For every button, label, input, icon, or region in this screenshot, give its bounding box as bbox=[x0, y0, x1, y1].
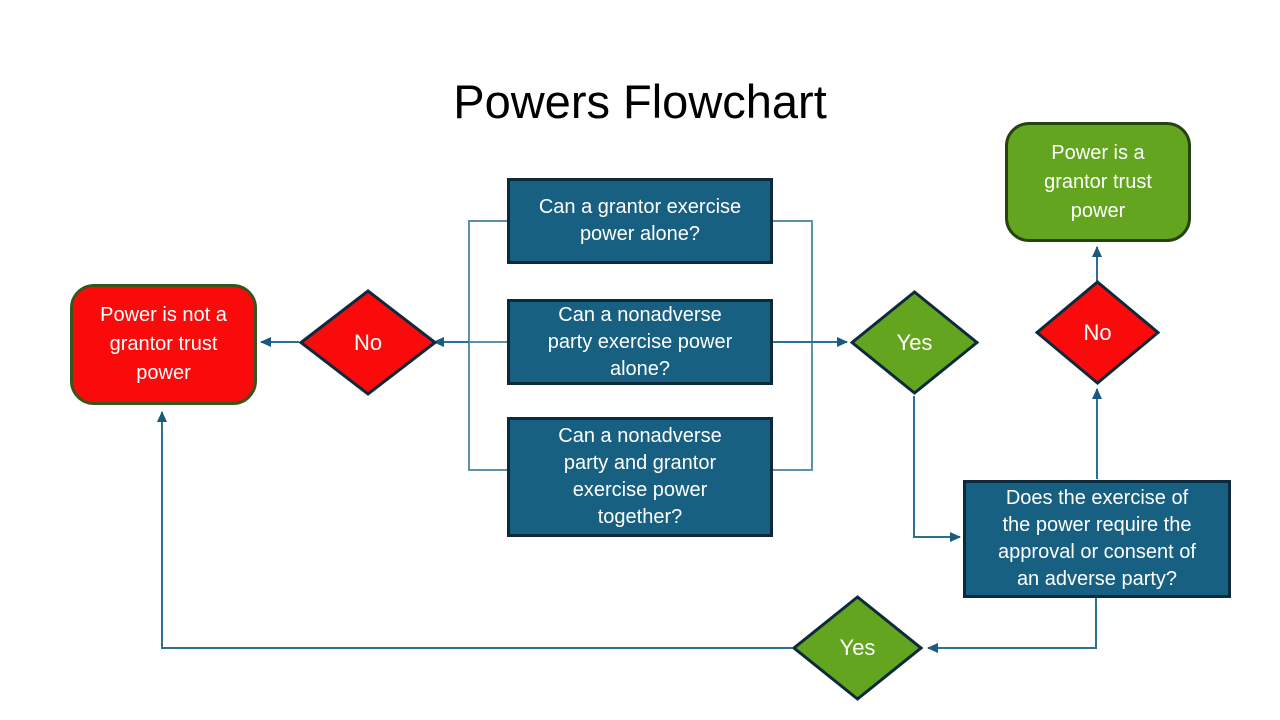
connector-yes-bottom-to-not-grantor bbox=[157, 411, 792, 649]
node-can-exercise-together: Can a nonadverse party and grantor exerc… bbox=[507, 417, 773, 537]
node-adverse-party-consent: Does the exercise of the power require t… bbox=[963, 480, 1231, 598]
node-label: Power is not a grantor trust power bbox=[100, 304, 227, 384]
diamond-shape bbox=[1035, 280, 1160, 385]
diamond-shape bbox=[792, 595, 923, 701]
node-can-grantor-exercise-alone: Can a grantor exercise power alone? bbox=[507, 178, 773, 264]
node-label: No bbox=[1083, 319, 1112, 345]
node-power-is-grantor-trust: Power is a grantor trust power bbox=[1005, 122, 1191, 242]
node-label: Can a nonadverse party exercise power al… bbox=[547, 303, 733, 380]
node-can-nonadverse-exercise-alone: Can a nonadverse party exercise power al… bbox=[507, 299, 773, 385]
node-label: Yes bbox=[839, 635, 876, 660]
node-decision-no-left: No bbox=[299, 289, 437, 396]
node-label: Does the exercise of the power require t… bbox=[998, 487, 1196, 590]
diamond-shape bbox=[299, 289, 437, 396]
connector-right-bracket bbox=[771, 220, 813, 471]
connector-adverse-to-yes-bottom bbox=[927, 598, 1097, 653]
node-label: Yes bbox=[896, 329, 933, 355]
node-decision-no-right: No bbox=[1035, 280, 1160, 385]
node-label: No bbox=[353, 329, 383, 355]
node-label: Can a nonadverse party and grantor exerc… bbox=[558, 425, 722, 528]
node-decision-yes-bottom: Yes bbox=[792, 595, 923, 701]
node-label: Power is a grantor trust power bbox=[1044, 141, 1152, 222]
node-power-not-grantor-trust: Power is not a grantor trust power bbox=[70, 284, 257, 405]
node-decision-yes-right: Yes bbox=[850, 290, 979, 395]
node-label: Can a grantor exercise power alone? bbox=[538, 196, 742, 245]
connector-left-bracket bbox=[468, 220, 509, 471]
page-title: Powers Flowchart bbox=[453, 75, 827, 128]
connector-yes-to-adverse-box bbox=[913, 396, 961, 542]
diamond-shape bbox=[850, 290, 979, 395]
